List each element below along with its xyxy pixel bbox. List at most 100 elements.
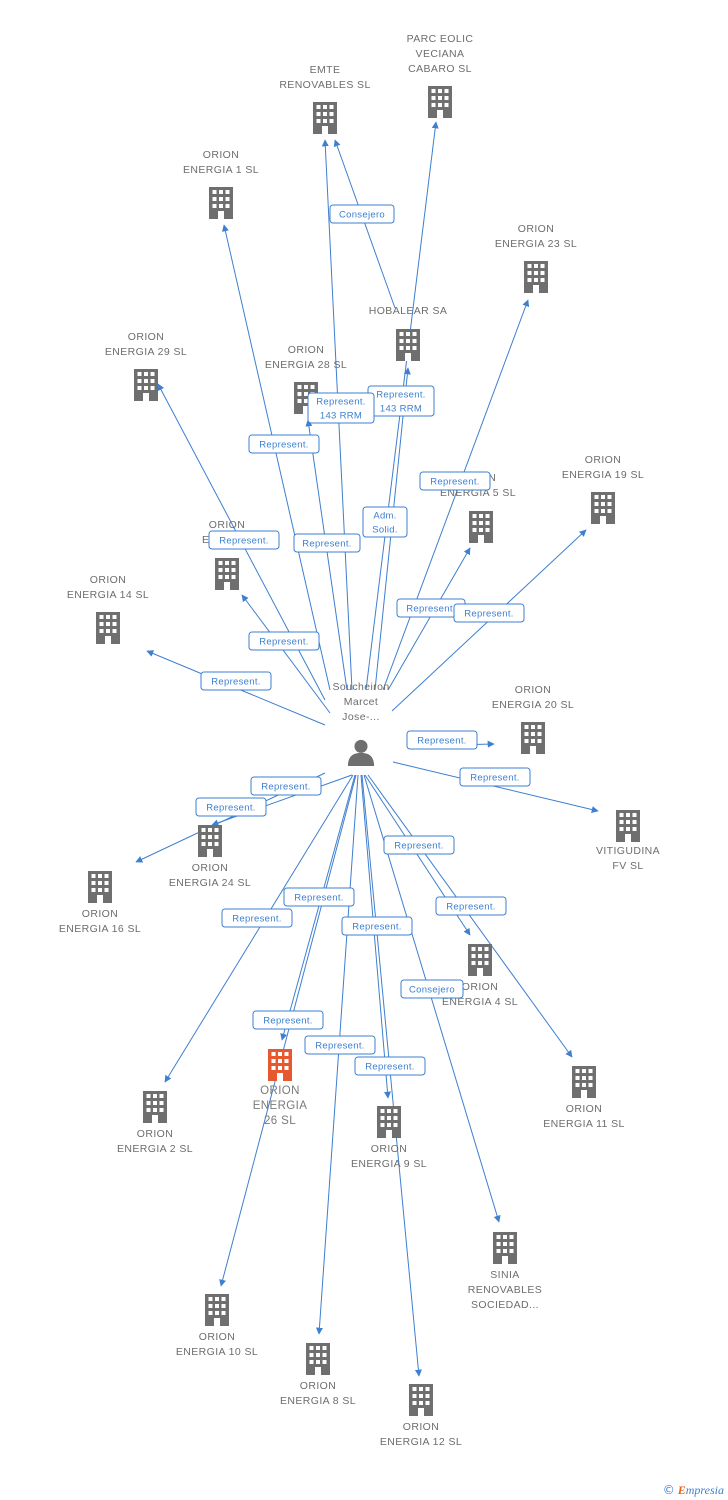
edge-label-oe4[interactable]: Represent. — [383, 835, 455, 855]
empresia-logo[interactable]: ©Empresia — [662, 1483, 724, 1497]
edge-label-text: Represent. — [470, 773, 519, 784]
edge-label-oeX[interactable]: Represent. — [248, 631, 320, 651]
building-icon — [96, 612, 120, 644]
company-name: EMTE — [310, 64, 341, 76]
company-name: ENERGIA 12 SL — [380, 1436, 462, 1448]
company-name: VITIGUDINA — [596, 845, 660, 857]
edge-center-oe2 — [164, 774, 354, 1083]
company-name: ENERGIA 2 SL — [117, 1143, 193, 1155]
person-icon — [347, 739, 375, 766]
company-name: ORION — [518, 223, 554, 235]
company-node-oe24[interactable]: ORION ENERGIA 24 SL — [169, 825, 251, 889]
building-icon — [469, 511, 493, 543]
edge-center-oe28 — [305, 419, 348, 691]
edge-label-oe8[interactable]: Represent. — [304, 1035, 376, 1055]
edge-label-text: Represent. — [261, 782, 310, 793]
edge-label-oe1[interactable]: Represent. — [248, 434, 320, 454]
company-name: 26 SL — [264, 1115, 296, 1127]
company-node-hobalear[interactable]: HOBALEAR SA — [369, 305, 448, 361]
edge-label-oe2[interactable]: Represent. — [221, 908, 293, 928]
edge-label-text: Represent. — [446, 902, 495, 913]
company-name: ENERGIA 11 SL — [543, 1118, 624, 1130]
company-name: ORION — [203, 149, 239, 161]
company-name: ENERGIA 19 SL — [562, 469, 644, 481]
company-name: SOCIEDAD... — [471, 1299, 539, 1311]
edge-label-text: Represent. — [315, 1041, 364, 1052]
company-node-parc[interactable]: PARC EOLIC VECIANA CABARO SL — [407, 33, 474, 118]
building-icon — [198, 825, 222, 857]
company-name: CABARO SL — [408, 63, 472, 75]
edge-hobalear-emte — [333, 139, 396, 309]
edge-label-oe24[interactable]: Represent. — [250, 776, 322, 796]
edge-label-sinia[interactable]: Consejero — [400, 979, 464, 999]
company-name: RENOVABLES — [468, 1284, 542, 1296]
edge-center-oe26 — [280, 774, 356, 1041]
edge-label-oe14[interactable]: Represent. — [200, 671, 272, 691]
edge-label-oe29[interactable]: Represent. — [208, 530, 280, 550]
edge-label-oe11[interactable]: Represent. — [435, 896, 507, 916]
company-node-oe11[interactable]: ORION ENERGIA 11 SL — [543, 1066, 624, 1130]
building-icon — [377, 1106, 401, 1138]
company-name: ORION — [192, 862, 228, 874]
company-name: PARC EOLIC — [407, 33, 474, 45]
edge-label-text: Represent. — [394, 841, 443, 852]
edge-label-text: Represent. — [219, 536, 268, 547]
edge-label-oe19[interactable]: Represent. — [453, 603, 525, 623]
company-name: ORION — [566, 1103, 602, 1115]
company-node-oe12[interactable]: ORION ENERGIA 12 SL — [380, 1384, 462, 1448]
edge-label-text: Adm. — [373, 511, 396, 522]
building-icon — [313, 102, 337, 134]
company-node-emte[interactable]: EMTE RENOVABLES SL — [279, 64, 370, 134]
company-name: SINIA — [490, 1269, 519, 1281]
edge-label-parc[interactable]: Adm.Solid. — [362, 506, 408, 538]
edge-label-text: Consejero — [339, 210, 385, 221]
company-node-sinia[interactable]: SINIA RENOVABLES SOCIEDAD... — [468, 1232, 542, 1311]
edge-label-text: 143 RRM — [380, 404, 422, 415]
edge-label-text: 143 RRM — [320, 411, 362, 422]
edge-label-text: Represent. — [206, 803, 255, 814]
edge-label-hobalear[interactable]: Represent.143 RRM — [367, 385, 435, 417]
building-icon — [591, 492, 615, 524]
edge-label-oe10[interactable]: Represent. — [252, 1010, 324, 1030]
company-name: ENERGIA 10 SL — [176, 1346, 258, 1358]
building-icon — [88, 871, 112, 903]
edge-label-text: Represent. — [417, 736, 466, 747]
person-node-center[interactable]: SoucheironMarcetJose-... — [332, 681, 389, 766]
edge-label-emte[interactable]: Consejero — [329, 204, 395, 224]
edge-label-emte[interactable]: Represent. — [293, 533, 361, 553]
edge-center-oe9 — [360, 774, 391, 1099]
edge-center-oeX — [241, 594, 331, 714]
edge-label-oe20[interactable]: Represent. — [406, 730, 478, 750]
edge-label-oe26[interactable]: Represent. — [283, 887, 355, 907]
company-name: RENOVABLES SL — [279, 79, 370, 91]
edge-label-oe9[interactable]: Represent. — [341, 916, 413, 936]
company-name: ENERGIA 24 SL — [169, 877, 251, 889]
company-name: ORION — [403, 1421, 439, 1433]
edge-center-oe5 — [387, 547, 471, 691]
building-icon — [409, 1384, 433, 1416]
edge-label-viti[interactable]: Represent. — [459, 767, 531, 787]
edge-label-text: Represent. — [232, 914, 281, 925]
edge-label-oe12[interactable]: Represent. — [354, 1056, 426, 1076]
edge-label-oe23[interactable]: Represent. — [419, 471, 491, 491]
edge-label-oe28[interactable]: Represent.143 RRM — [307, 392, 375, 424]
company-name: VECIANA — [416, 48, 465, 60]
edge-label-oe16[interactable]: Represent. — [195, 797, 267, 817]
